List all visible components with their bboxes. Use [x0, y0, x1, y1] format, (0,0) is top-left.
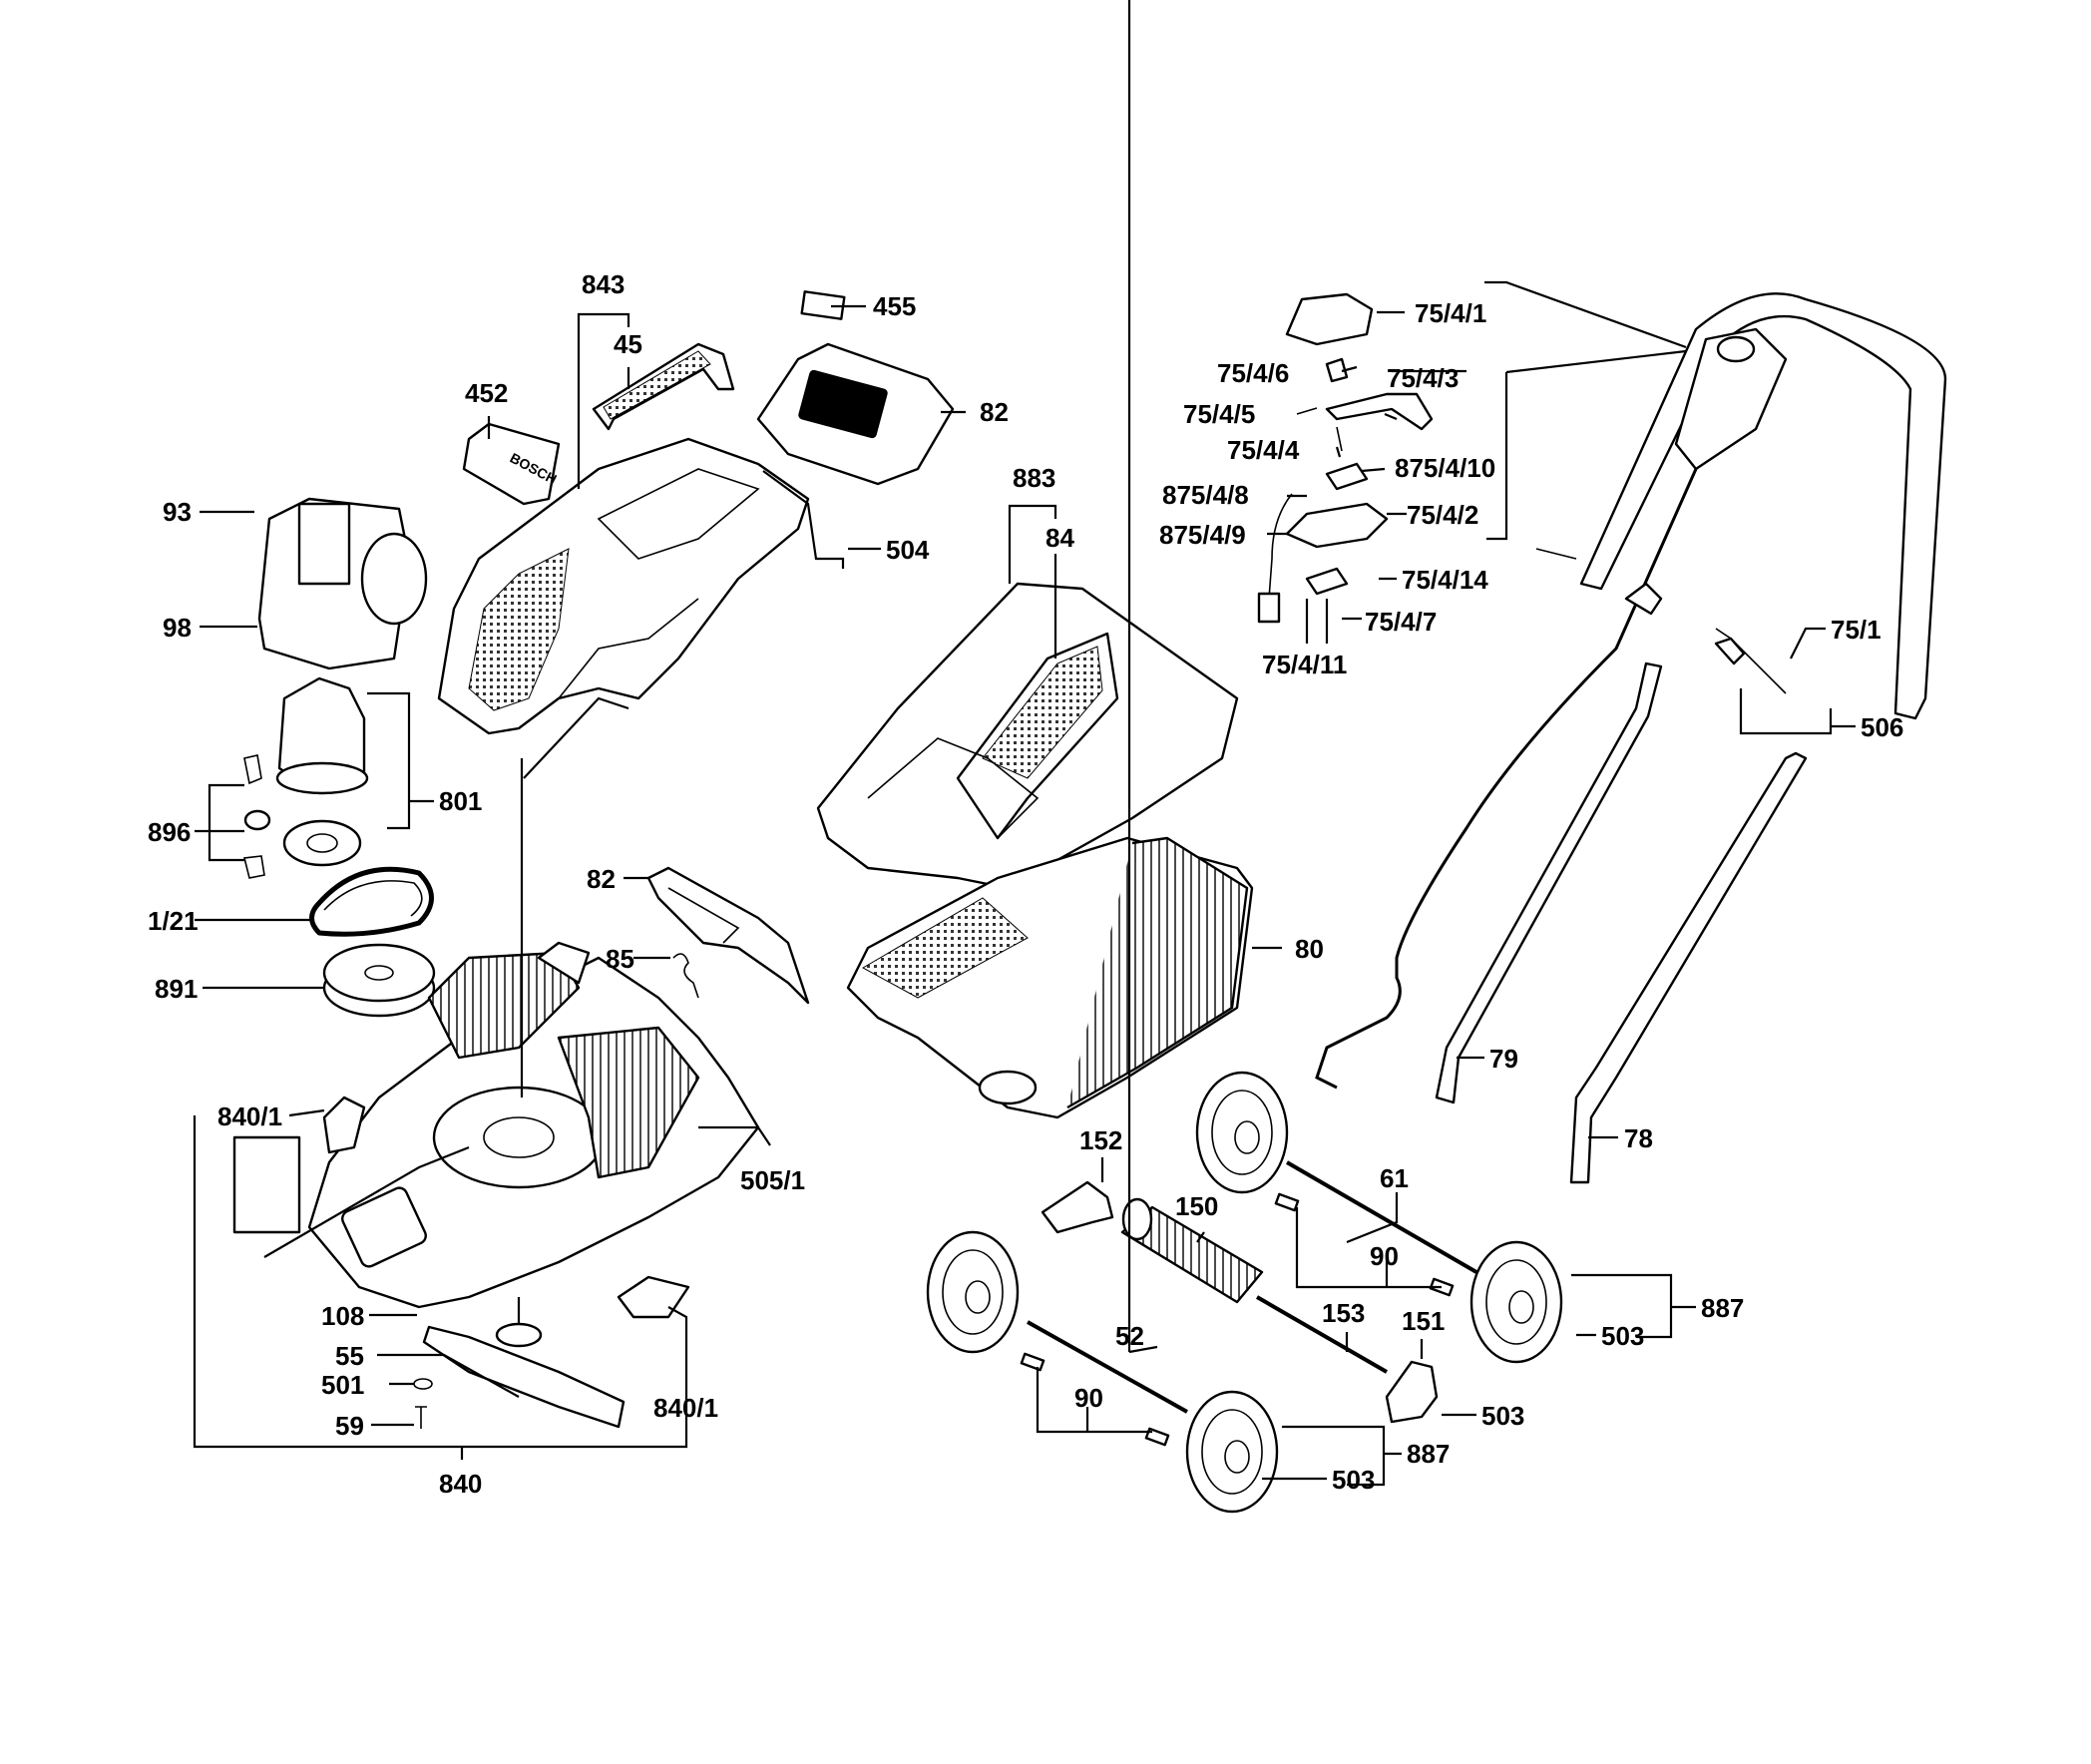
label-150: 150 — [1175, 1191, 1218, 1221]
power-cable-part — [1315, 468, 1698, 1090]
label-875-4-10: 875/4/10 — [1395, 453, 1495, 483]
label-78: 78 — [1624, 1123, 1653, 1153]
lower-handle-left-part — [1435, 662, 1663, 1104]
label-75-4-2: 75/4/2 — [1407, 500, 1478, 530]
label-505-1: 505/1 — [740, 1165, 805, 1195]
label-75-4-4: 75/4/4 — [1227, 435, 1300, 465]
drive-belt-part — [309, 866, 434, 937]
motor-housing-part — [257, 497, 428, 670]
label-452: 452 — [465, 378, 508, 408]
label-840-1-left: 840/1 — [217, 1102, 282, 1131]
label-80: 80 — [1295, 934, 1324, 964]
label-875-4-9: 875/4/9 — [1159, 520, 1246, 550]
label-75-4-14: 75/4/14 — [1402, 565, 1488, 595]
motor-part — [275, 676, 369, 867]
label-85: 85 — [606, 944, 634, 974]
label-503-mid: 503 — [1481, 1401, 1524, 1431]
label-98: 98 — [163, 613, 192, 643]
rear-flap-part — [646, 866, 810, 1005]
label-896: 896 — [148, 817, 191, 847]
label-151: 151 — [1402, 1306, 1445, 1336]
label-75-4-7: 75/4/7 — [1365, 607, 1437, 637]
label-840-1-right: 840/1 — [653, 1393, 718, 1423]
label-52: 52 — [1115, 1321, 1144, 1351]
label-75-4-11: 75/4/11 — [1262, 650, 1347, 679]
label-504: 504 — [886, 535, 930, 565]
spring-front-part — [1020, 1352, 1046, 1372]
wheel-rear-right-part — [1469, 1240, 1563, 1364]
lower-handle-right-part — [1569, 751, 1808, 1184]
label-153: 153 — [1322, 1298, 1365, 1328]
label-455: 455 — [873, 291, 916, 321]
wheel-front-left-part — [926, 1230, 1020, 1354]
label-75-4-5: 75/4/5 — [1183, 399, 1255, 429]
spring-rear-part — [1274, 1192, 1300, 1212]
label-108: 108 — [321, 1301, 364, 1331]
axle-rear-part — [1285, 1160, 1478, 1274]
mower-deck-part — [307, 941, 760, 1309]
label-75-4-3: 75/4/3 — [1387, 363, 1459, 393]
switch-parts — [1257, 292, 1434, 639]
motor-cover-part — [437, 437, 810, 735]
label-61: 61 — [1380, 1163, 1409, 1193]
label-883: 883 — [1013, 463, 1055, 493]
label-75-1: 75/1 — [1831, 615, 1882, 645]
label-875-4-8: 875/4/8 — [1162, 480, 1249, 510]
label-152: 152 — [1079, 1125, 1122, 1155]
handle-bolt-part — [1535, 548, 1787, 694]
height-adjuster-right-part — [1385, 1360, 1439, 1424]
leader-lines — [193, 0, 1856, 1487]
label-506: 506 — [1861, 712, 1903, 742]
roller-axle-part — [1256, 1295, 1388, 1374]
label-82-top: 82 — [980, 397, 1009, 427]
label-887-bottom: 887 — [1407, 1439, 1450, 1469]
axle-front-part — [1027, 1320, 1188, 1414]
label-503-top: 503 — [1601, 1321, 1644, 1351]
bosch-badge-part: BOSCH — [462, 422, 561, 506]
label-843: 843 — [582, 269, 625, 299]
height-adjuster-left-part — [1041, 1180, 1114, 1234]
label-75-4-1: 75/4/1 — [1415, 298, 1486, 328]
control-panel-part — [756, 342, 955, 486]
label-891: 891 — [155, 974, 198, 1004]
label-1-21: 1/21 — [148, 906, 199, 936]
upper-handle-part — [1579, 292, 1947, 720]
mulch-plug-parts — [232, 1096, 690, 1319]
label-455-part — [800, 290, 846, 320]
blade-part — [413, 1322, 626, 1429]
spring-part — [672, 953, 699, 999]
label-840: 840 — [439, 1469, 482, 1499]
brush-parts — [243, 754, 271, 879]
label-45: 45 — [614, 329, 642, 359]
label-801: 801 — [439, 786, 482, 816]
label-79: 79 — [1489, 1044, 1518, 1074]
label-503-bottom: 503 — [1332, 1465, 1375, 1495]
grass-box-part — [846, 836, 1254, 1119]
label-90-top: 90 — [1370, 1241, 1399, 1271]
label-887-top: 887 — [1701, 1293, 1744, 1323]
label-75-4-6: 75/4/6 — [1217, 358, 1289, 388]
label-501: 501 — [321, 1370, 364, 1400]
label-90-bottom: 90 — [1074, 1383, 1103, 1413]
label-84: 84 — [1046, 523, 1074, 553]
label-59: 59 — [335, 1411, 364, 1441]
wheel-rear-left-part — [1195, 1071, 1289, 1194]
grass-box-lid-part — [816, 582, 1239, 890]
carry-handle-part — [592, 342, 735, 431]
clamp-part — [1714, 637, 1746, 665]
pulley-part — [322, 943, 436, 1018]
label-55: 55 — [335, 1341, 364, 1371]
handle-knob-part — [1624, 582, 1663, 616]
wheel-front-right-part — [1185, 1390, 1279, 1514]
label-93: 93 — [163, 497, 192, 527]
label-82-flap: 82 — [587, 864, 616, 894]
